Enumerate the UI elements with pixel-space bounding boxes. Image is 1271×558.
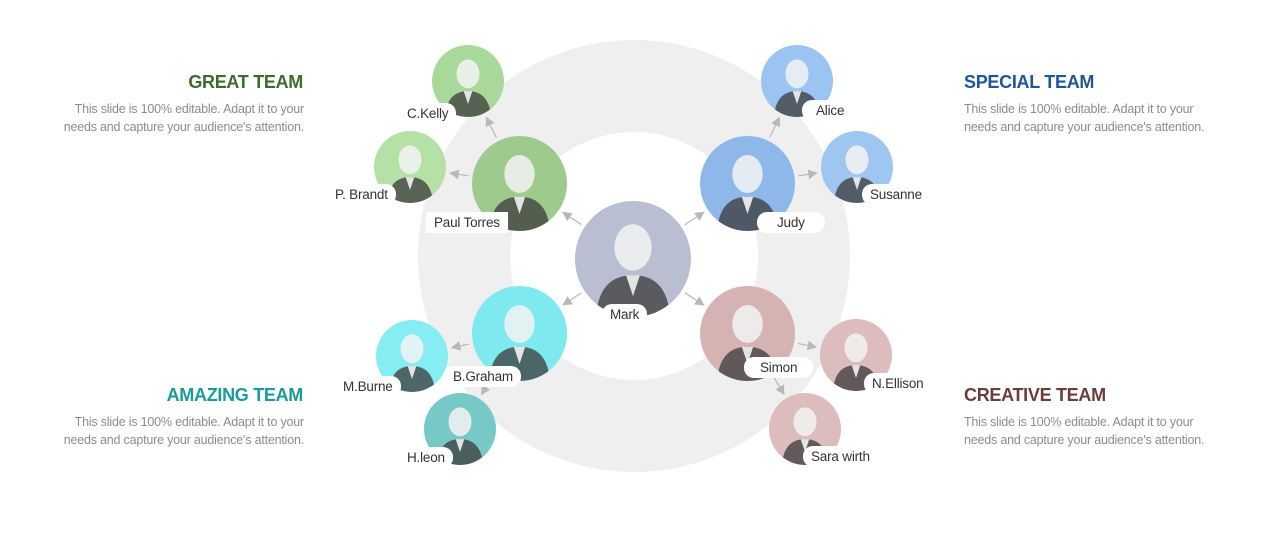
person-silhouette-icon: [821, 131, 893, 203]
name-label-h-leon: H.leon: [399, 447, 453, 468]
special-team-title: SPECIAL TEAM: [964, 72, 1095, 92]
amazing-team-description: This slide is 100% editable. Adapt it to…: [63, 415, 304, 447]
name-label-paul-torres: Paul Torres: [426, 212, 508, 233]
connector-arrow-mark-paul: [562, 211, 582, 226]
connector-arrow-paul-pbrandt: [449, 169, 469, 180]
person-node-mark[interactable]: [575, 201, 691, 317]
avatar: [761, 45, 833, 117]
name-label-p-brandt: P. Brandt: [327, 184, 396, 205]
name-label-c-kelly: C.Kelly: [399, 103, 457, 124]
person-node-susanne[interactable]: [821, 131, 893, 203]
name-label-b-graham: B.Graham: [445, 366, 521, 387]
person-silhouette-icon: [374, 131, 446, 203]
name-label-alice: Alice: [802, 100, 859, 121]
creative-team-title: CREATIVE TEAM: [964, 385, 1106, 405]
great-team-description: This slide is 100% editable. Adapt it to…: [63, 102, 304, 134]
avatar: [820, 319, 892, 391]
person-silhouette-icon: [761, 45, 833, 117]
connector-arrow-bgraham-mburne: [450, 341, 470, 351]
person-node-paul-torres[interactable]: [472, 136, 567, 231]
name-label-judy: Judy: [757, 212, 825, 233]
connector-arrow-paul-ckelly: [485, 116, 497, 138]
person-silhouette-icon: [575, 201, 691, 317]
connector-arrow-judy-susanne: [798, 169, 818, 180]
name-label-sara-wirth: Sara wirth: [803, 446, 878, 467]
person-silhouette-icon: [472, 136, 567, 231]
connector-arrow-simon-sarawirth: [773, 377, 785, 396]
avatar: [821, 131, 893, 203]
person-node-n-ellison[interactable]: [820, 319, 892, 391]
avatar: [472, 136, 567, 231]
person-node-alice[interactable]: [761, 45, 833, 117]
name-label-simon: Simon: [744, 357, 814, 378]
creative-team-description: This slide is 100% editable. Adapt it to…: [964, 415, 1205, 447]
connector-arrow-mark-simon: [684, 292, 705, 306]
person-silhouette-icon: [820, 319, 892, 391]
connector-arrow-mark-judy: [684, 211, 705, 226]
special-team-description: This slide is 100% editable. Adapt it to…: [964, 102, 1205, 134]
amazing-team-title: AMAZING TEAM: [166, 385, 304, 405]
person-node-p-brandt[interactable]: [374, 131, 446, 203]
avatar: [374, 131, 446, 203]
connector-arrow-simon-nellison: [797, 340, 818, 351]
name-label-n-ellison: N.Ellison: [864, 373, 932, 394]
name-label-susanne: Susanne: [862, 184, 930, 205]
name-label-mark: Mark: [602, 304, 648, 325]
connector-arrow-mark-bgraham: [562, 292, 582, 306]
connector-arrow-judy-alice: [769, 116, 780, 138]
name-label-m-burne: M.Burne: [335, 376, 401, 397]
avatar: [575, 201, 691, 317]
great-team-title: GREAT TEAM: [188, 72, 303, 92]
